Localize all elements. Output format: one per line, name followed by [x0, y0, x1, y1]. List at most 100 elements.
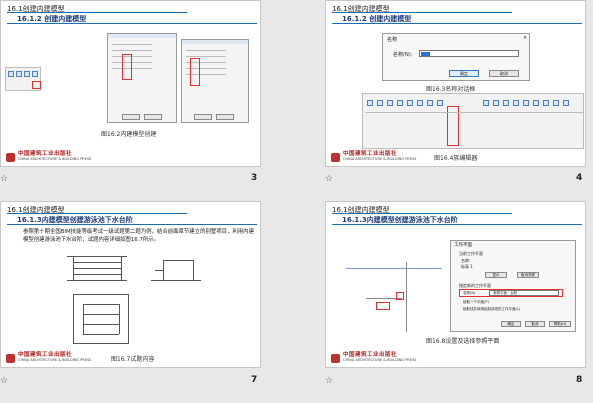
ribbon-screenshot: [5, 67, 41, 91]
option-name: 名称(N): [463, 291, 476, 295]
list-line: [186, 62, 226, 63]
logo-en: CHINA ARCHITECTURE & BUILDING PRESS: [18, 157, 92, 161]
header-rule: [332, 213, 512, 214]
slide-number: 7: [251, 375, 258, 385]
list-line: [186, 50, 226, 51]
slide-header: 16.1创建内建模型 16.1.2 创建内建模型: [1, 1, 260, 25]
work-plane-dialog: 工作平面 当前工作平面 名称: 标高 1 显示 取消关联 指定新的工作平面 名称…: [450, 240, 576, 332]
dialog-titlebar: [108, 34, 176, 38]
publisher-logo: 中国建筑工业出版社 CHINA ARCHITECTURE & BUILDING …: [6, 151, 92, 162]
dialog-title: 工作平面: [454, 243, 472, 248]
ok-button: 确定: [449, 70, 479, 77]
logo-en: CHINA ARCHITECTURE & BUILDING PRESS: [343, 157, 417, 161]
star-icon[interactable]: ☆: [325, 174, 334, 184]
family-category-dialog-2: [181, 39, 249, 123]
logo-icon: [331, 353, 340, 363]
figure-caption: 图16.8设置及选择参照平面: [426, 338, 500, 345]
highlight-box: [396, 292, 404, 300]
star-icon[interactable]: ☆: [0, 174, 9, 184]
header-subtitle: 16.1.3内建模型创建游泳池下水台阶: [17, 216, 133, 224]
slide-header: 16.1创建内建模型 16.1.3内建模型创建游泳池下水台阶: [326, 202, 585, 226]
option-pick-line: 拾取线并使用绘制该线的工作平面(L): [463, 307, 521, 311]
family-editor-ribbon: [362, 93, 584, 149]
list-line: [112, 56, 152, 57]
ribbon-icon: [493, 100, 499, 106]
header-rule-2: [7, 23, 257, 24]
ribbon-icon: [543, 100, 549, 106]
figure-caption: 图16.4族编辑器: [434, 155, 478, 162]
ribbon-icon: [16, 71, 22, 77]
plane-select: [489, 290, 559, 296]
slide-header: 16.1创建内建模型 16.1.2 创建内建模型: [326, 1, 585, 25]
ribbon-icon: [24, 71, 30, 77]
plan-drawing: [67, 254, 127, 282]
star-icon[interactable]: ☆: [325, 376, 334, 386]
ribbon-icon: [563, 100, 569, 106]
logo-en: CHINA ARCHITECTURE & BUILDING PRESS: [343, 358, 417, 362]
publisher-logo: 中国建筑工业出版社 CHINA ARCHITECTURE & BUILDING …: [331, 151, 417, 162]
name-input: [419, 50, 519, 57]
current-plane-label: 当前工作平面: [459, 251, 483, 256]
slide-number: 3: [251, 173, 258, 183]
header-subtitle: 16.1.2 创建内建模型: [17, 15, 87, 23]
header-rule: [332, 12, 512, 13]
list-line: [186, 74, 226, 75]
dialog-button: [194, 114, 212, 120]
highlight-box: [32, 81, 41, 89]
elevation-drawing: [73, 294, 129, 344]
slide-8[interactable]: 16.1创建内建模型 16.1.3内建模型创建游泳池下水台阶 工作平面 当前工作…: [325, 201, 586, 368]
highlight-box: [122, 54, 132, 80]
slide-header: 16.1创建内建模型 16.1.3内建模型创建游泳池下水台阶: [1, 202, 260, 226]
show-button: 显示: [485, 272, 507, 278]
list-line: [112, 50, 152, 51]
header-title: 16.1创建内建模型: [332, 5, 390, 13]
header-rule-2: [7, 224, 257, 225]
header-subtitle: 16.1.3内建模型创建游泳池下水台阶: [342, 216, 458, 224]
dialog-button: [144, 114, 162, 120]
new-plane-label: 指定新的工作平面: [459, 283, 491, 288]
ribbon-icon: [503, 100, 509, 106]
publisher-logo: 中国建筑工业出版社 CHINA ARCHITECTURE & BUILDING …: [331, 352, 417, 363]
star-icon[interactable]: ☆: [0, 376, 9, 386]
name-label: 名称(N):: [393, 52, 413, 58]
dialog-title: 名称: [387, 37, 398, 43]
ribbon-icon: [483, 100, 489, 106]
ribbon-icon: [523, 100, 529, 106]
logo-cn: 中国建筑工业出版社: [18, 352, 73, 358]
ribbon-icon: [407, 100, 413, 106]
plane-select-value: 参照平面 : 台阶: [493, 291, 518, 295]
figure-caption: 图16.7试题内容: [111, 356, 155, 363]
ok-button: 确定: [501, 321, 521, 327]
ribbon-icon: [553, 100, 559, 106]
slide-3[interactable]: 16.1创建内建模型 16.1.2 创建内建模型 图16.2内建模型创建: [0, 0, 261, 167]
logo-cn: 中国建筑工业出版社: [343, 151, 398, 157]
ribbon-icon: [533, 100, 539, 106]
logo-cn: 中国建筑工业出版社: [18, 151, 73, 157]
header-title: 16.1创建内建模型: [332, 206, 390, 214]
slide-7[interactable]: 16.1创建内建模型 16.1.3内建模型创建游泳池下水台阶 参照第十期全国BI…: [0, 201, 261, 368]
close-icon: ×: [523, 35, 528, 41]
plan-view-sketch: [346, 262, 442, 332]
dialog-button: [122, 114, 140, 120]
logo-en: CHINA ARCHITECTURE & BUILDING PRESS: [18, 358, 92, 362]
section-drawing: [151, 254, 201, 282]
highlight-box: [376, 302, 390, 310]
header-rule: [7, 213, 187, 214]
header-subtitle: 16.1.2 创建内建模型: [342, 15, 412, 23]
logo-cn: 中国建筑工业出版社: [343, 352, 398, 358]
unassociate-button: 取消关联: [517, 272, 539, 278]
ribbon-icon: [377, 100, 383, 106]
body-paragraph: 参照第十期全国BIM技能等级考试一级试题第二题为例，结合前面章节建立的别墅项目，…: [23, 229, 254, 243]
plane-name-value: 标高 1: [461, 264, 473, 269]
ribbon-icon: [417, 100, 423, 106]
logo-icon: [6, 353, 15, 363]
header-rule: [7, 12, 187, 13]
cancel-button: 取消: [525, 321, 545, 327]
figure-caption-top: 图16.3名称对话框: [426, 86, 476, 93]
dialog-button: [216, 114, 234, 120]
ribbon-icon: [513, 100, 519, 106]
ribbon-icon: [32, 71, 38, 77]
slide-4[interactable]: 16.1创建内建模型 16.1.2 创建内建模型 名称 × 名称(N): 确定 …: [325, 0, 586, 167]
highlight-box: [447, 106, 459, 146]
list-line: [112, 68, 152, 69]
